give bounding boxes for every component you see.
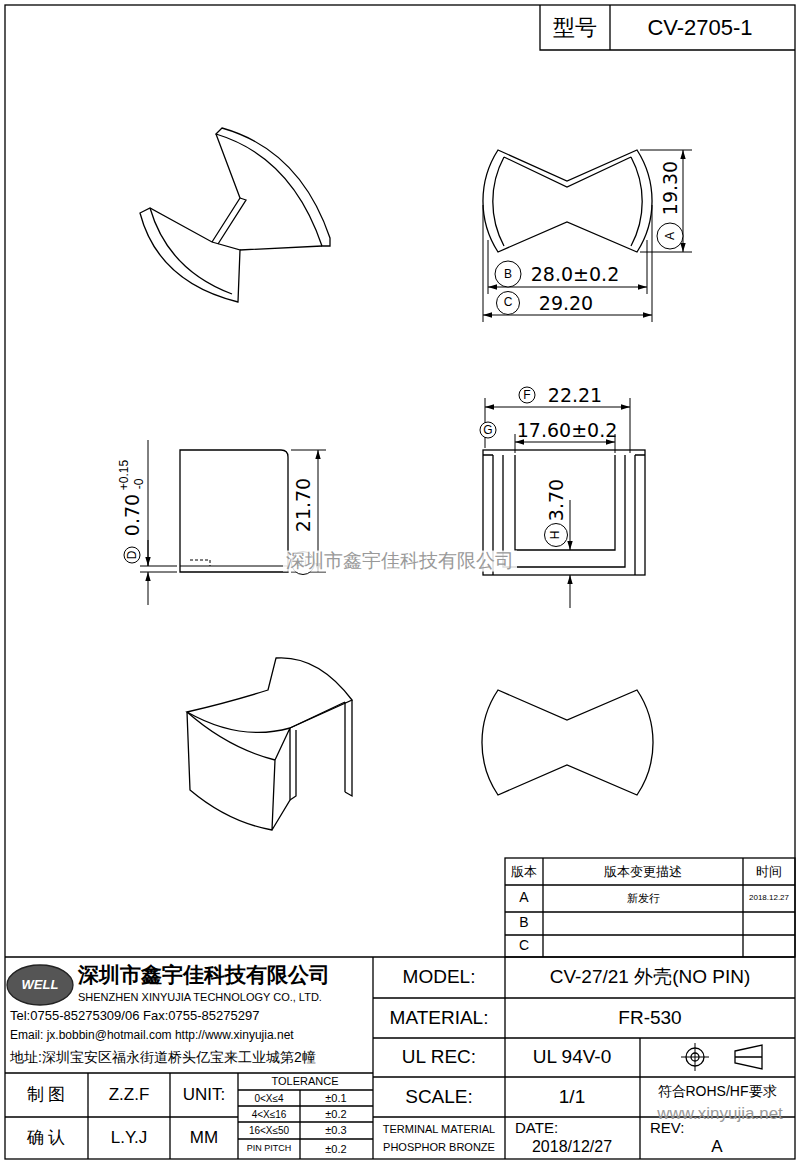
extension-line (640, 150, 692, 252)
dimension-line (485, 407, 630, 408)
table-grid (505, 858, 795, 957)
watermark: www.xinyujia.net (657, 1105, 783, 1124)
field-value: L.Y.J (111, 1129, 148, 1148)
company-name-english: SHENZHEN XINYUJIA TECHNOLOGY CO., LTD. (78, 991, 322, 1003)
iso-base (140, 134, 240, 302)
dimension-tag: D (124, 547, 141, 564)
field-label: SCALE: (405, 1087, 473, 1108)
table-cell: PIN PITCH (247, 1144, 292, 1154)
field-label: TERMINAL MATERIAL (383, 1123, 495, 1135)
contact-line: Email: jx.bobbin@hotmail.com http://www.… (10, 1029, 294, 1042)
field-value: MM (190, 1129, 218, 1148)
field-value: FR-530 (618, 1008, 681, 1029)
field-value: Z.Z.F (109, 1086, 150, 1105)
company-logo (7, 965, 73, 1005)
table-heading: TOLERANCE (271, 1075, 338, 1087)
table-cell: 0<X≤4 (254, 1093, 283, 1104)
extension-line (483, 205, 652, 322)
dimension-tag: A (657, 223, 684, 250)
logo-text: WELL (22, 978, 59, 992)
part-number: CV-2705-1 (647, 16, 752, 40)
field-label: UL REC: (402, 1047, 476, 1068)
iso-edge (150, 198, 322, 294)
field-value: 2018/12/27 (532, 1138, 612, 1156)
field-label: UNIT: (183, 1086, 226, 1105)
table-cell: 4<X≤16 (252, 1109, 287, 1120)
dimension-line (515, 442, 615, 443)
table-cell: 版本 (511, 865, 537, 879)
table-cell: 时间 (756, 865, 782, 879)
extension-line (485, 398, 630, 453)
contact-line: Tel:0755-85275309/06 Fax:0755-85275297 (10, 1009, 259, 1023)
dimension-value: 3.70 (546, 479, 567, 521)
dimension-line (570, 500, 571, 550)
table-cell: 2018.12.27 (749, 894, 789, 903)
hidden-line (190, 560, 210, 566)
dimension-tag: G (480, 422, 497, 439)
extension-line (140, 440, 177, 572)
table-cell: ±0.2 (325, 1108, 346, 1120)
dimension-value: 22.21 (548, 385, 602, 406)
dimension-value: 0.70 (122, 494, 143, 536)
side-view-channel (503, 455, 625, 567)
table-cell: A (519, 890, 528, 905)
dimension-value: 28.0±0.2 (531, 264, 619, 285)
table-cell: 版本变更描述 (604, 865, 682, 879)
watermark: 深圳市鑫宇佳科技有限公司 (283, 551, 517, 572)
field-label: DATE: (515, 1120, 558, 1137)
iso-front-face (187, 712, 290, 830)
top-view-inner (493, 157, 642, 246)
title-block-grid (5, 957, 795, 1159)
dimension-tag: B (495, 261, 522, 288)
address-line: 地址:深圳宝安区福永街道桥头亿宝来工业城第2幢 (10, 1050, 316, 1065)
compliance-note: 符合ROHS/HF要求 (658, 1084, 777, 1099)
table-cell: ±0.3 (325, 1124, 346, 1136)
table-cell: 16<X≤50 (249, 1125, 289, 1136)
dimension-value: 17.60±0.2 (517, 420, 618, 441)
bottom-view-outline (482, 690, 653, 795)
dimension-tag: H (544, 523, 568, 547)
company-name: 深圳市鑫宇佳科技有限公司 (78, 963, 330, 986)
field-label: MATERIAL: (390, 1008, 489, 1029)
revision-table (505, 858, 795, 957)
dimension-tag: F (519, 387, 536, 404)
table-cell: ±0.1 (325, 1092, 346, 1104)
field-value: CV-27/21 外壳(NO PIN) (550, 967, 751, 988)
table-cell: ±0.2 (325, 1143, 346, 1155)
header-label: 型号 (553, 16, 597, 40)
top-view-outline (483, 150, 652, 252)
dimension-value: 21.70 (293, 478, 314, 532)
title-block-grid (5, 1073, 373, 1159)
field-value: 1/1 (559, 1087, 585, 1108)
dimension-line (148, 540, 149, 566)
dimension-value: 19.30 (660, 161, 681, 215)
sheet-border (5, 5, 795, 1159)
table-cell: 新发行 (627, 892, 660, 904)
field-value: A (711, 1138, 722, 1157)
field-label: MODEL: (403, 967, 476, 988)
table-cell: B (519, 915, 528, 930)
dimension-value: 29.20 (539, 293, 593, 314)
dimension-tag: C (496, 291, 520, 315)
dimension-line (570, 575, 571, 608)
projection-symbol (735, 1045, 762, 1069)
drawing-part (5, 5, 795, 1159)
iso-legs (290, 700, 352, 800)
table-cell: C (519, 938, 529, 953)
field-value: UL 94V-0 (533, 1047, 612, 1068)
front-view-outline (180, 450, 288, 572)
iso-top-face (187, 658, 352, 733)
base-line (180, 566, 288, 567)
field-label: 确 认 (27, 1129, 66, 1148)
tolerance-value: +0.15 (118, 460, 131, 490)
dimension-line (148, 572, 149, 605)
iso-wall (216, 128, 330, 246)
tolerance-value: -0 (133, 479, 146, 490)
field-label: 制 图 (27, 1086, 66, 1105)
header-frame (540, 5, 795, 50)
projection-symbol (681, 1043, 709, 1071)
field-label: PHOSPHOR BRONZE (383, 1141, 495, 1153)
